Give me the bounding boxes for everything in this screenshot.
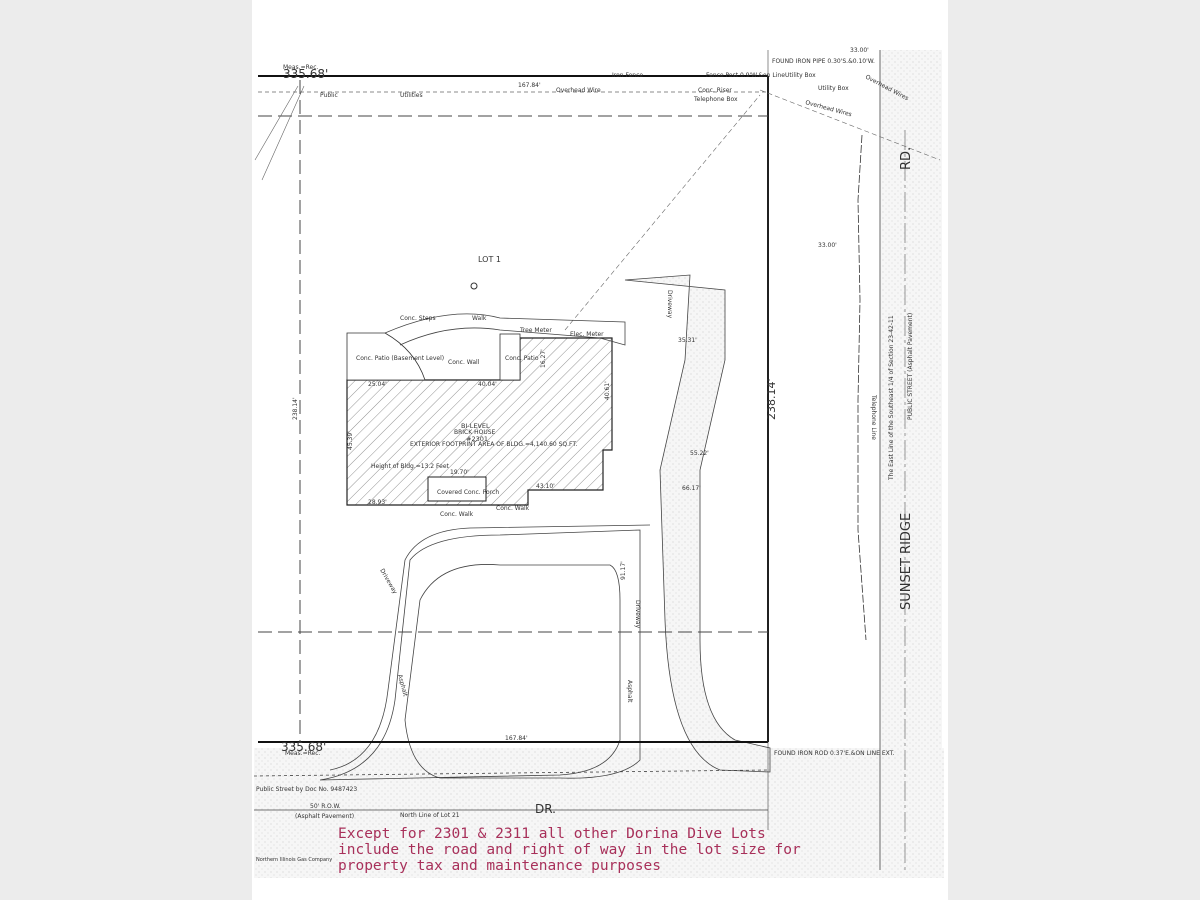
patio-east (499, 333, 521, 381)
note-line-2: include the road and right of way in the… (338, 842, 801, 858)
fence-post: Fence Post 0.9'W.&on Line (706, 72, 785, 79)
meas-rec-bottom: Meas.=Rec. (285, 750, 320, 757)
utility-box-2: Utility Box (818, 85, 849, 92)
asphalt-2: Asphalt (626, 680, 633, 703)
driveway-loop (319, 529, 641, 781)
telephone-line: Telephone Line (870, 394, 877, 440)
top-lot-line: 167.84' (518, 82, 541, 89)
conc-riser: Conc. Riser (698, 87, 732, 94)
sunset-ridge-road (880, 50, 942, 870)
tree-meter: Tree Meter (519, 327, 552, 334)
dorina-drive-note: Except for 2301 & 2311 all other Dorina … (338, 826, 801, 874)
lot-label: LOT 1 (478, 255, 501, 264)
dim-43-10: 43.10' (536, 483, 555, 490)
house-label-2: BRICK HOUSE (454, 429, 496, 436)
top-distance: 335.68' (283, 67, 328, 81)
row: 50' R.O.W. (310, 803, 341, 810)
dim-91-17: 91.17' (620, 561, 627, 580)
road-name-south: DR. (535, 802, 556, 816)
driveway (624, 274, 771, 773)
driveway-2: Driveway (378, 568, 398, 596)
found-iron-rod: FOUND IRON ROD 0.37'E.&ON LINE EXT. (774, 750, 895, 757)
west-line: 238.14' (292, 397, 299, 420)
bottom-distance: 335.68' (281, 740, 326, 754)
conc-walk-2: Conc. Walk (496, 505, 530, 512)
dim-28-93: 28.93' (368, 499, 387, 506)
public-street-doc: Public Street by Doc No. 9487423 (256, 786, 357, 793)
dim-55-22: 55.22' (690, 450, 709, 457)
found-iron-pipe: FOUND IRON PIPE 0.30'S.&0.10'W. (772, 58, 875, 65)
dim-16-27: 16.27' (540, 349, 547, 368)
dorina-drive-road (254, 748, 944, 878)
walk (384, 313, 626, 346)
elec-meter: Elec. Meter (570, 331, 604, 338)
overhead-wire: Overhead Wire (556, 87, 601, 94)
driveway-3: Driveway (634, 600, 641, 629)
north-line-lot21: North Line of Lot 21 (400, 812, 460, 819)
conc-patio: Conc. Patio (505, 355, 539, 362)
iron-fence: Iron Fence (612, 72, 643, 79)
dim-35-31: 35.31' (678, 337, 697, 344)
note-line-1: Except for 2301 & 2311 all other Dorina … (338, 826, 766, 842)
conc-wall: Conc. Wall (448, 359, 480, 366)
dim-19-70: 19.70' (450, 469, 469, 476)
asphalt-1: Asphalt (396, 674, 409, 698)
east-road-width: 33.00' (850, 47, 869, 54)
bottom-lot-line: 167.84' (505, 735, 528, 742)
driveway-1: Driveway (666, 290, 673, 319)
utility-box-1: Utility Box (785, 72, 816, 79)
covered-porch (427, 476, 487, 502)
house-label-3: #2301 (466, 435, 488, 443)
house-label-1: BI-LEVEL (461, 422, 490, 430)
bldg-height: Height of Bldg.=13.2 Feet (371, 463, 450, 470)
public-street: PUBLIC STREET (Asphalt Pavement) (907, 313, 914, 420)
conc-walk-1: Conc. Walk (440, 511, 474, 518)
public-label: Public (320, 92, 338, 99)
walk-label: Walk (472, 315, 487, 322)
meas-rec-top: Meas.=Rec. (283, 64, 318, 71)
asphalt: (Asphalt Pavement) (295, 813, 354, 820)
dim-66-17: 66.17' (682, 485, 701, 492)
dim-40-61: 40.61' (604, 381, 611, 400)
dim-40-04: 40.04' (478, 381, 497, 388)
east-line-note: The East Line of the Southeast 1/4 of Se… (888, 315, 895, 481)
overhead-wires: Overhead Wires (804, 99, 852, 118)
utilities-label: Utilities (400, 92, 423, 99)
covered-porch-label: Covered Conc. Porch (437, 489, 499, 496)
telephone-box: Telephone Box (693, 96, 738, 103)
note-line-3: property tax and maintenance purposes (338, 858, 662, 874)
conc-steps: Conc. Steps (400, 315, 436, 322)
gas-company: Northern Illinois Gas Company (256, 857, 332, 863)
conc-patio-basement: Conc. Patio (Basement Level) (356, 355, 444, 362)
east-line: 238.14' (765, 378, 778, 420)
road-name-east: SUNSET RIDGE (899, 513, 914, 610)
dim-25-04: 25.04' (368, 381, 387, 388)
house-area: EXTERIOR FOOTPRINT AREA OF BLDG.=4,140.6… (410, 441, 577, 448)
dim-45-39: 45.39' (347, 431, 354, 450)
east-road-width-2: 33.00' (818, 242, 837, 249)
road-name-east-rd: RD. (899, 147, 914, 170)
